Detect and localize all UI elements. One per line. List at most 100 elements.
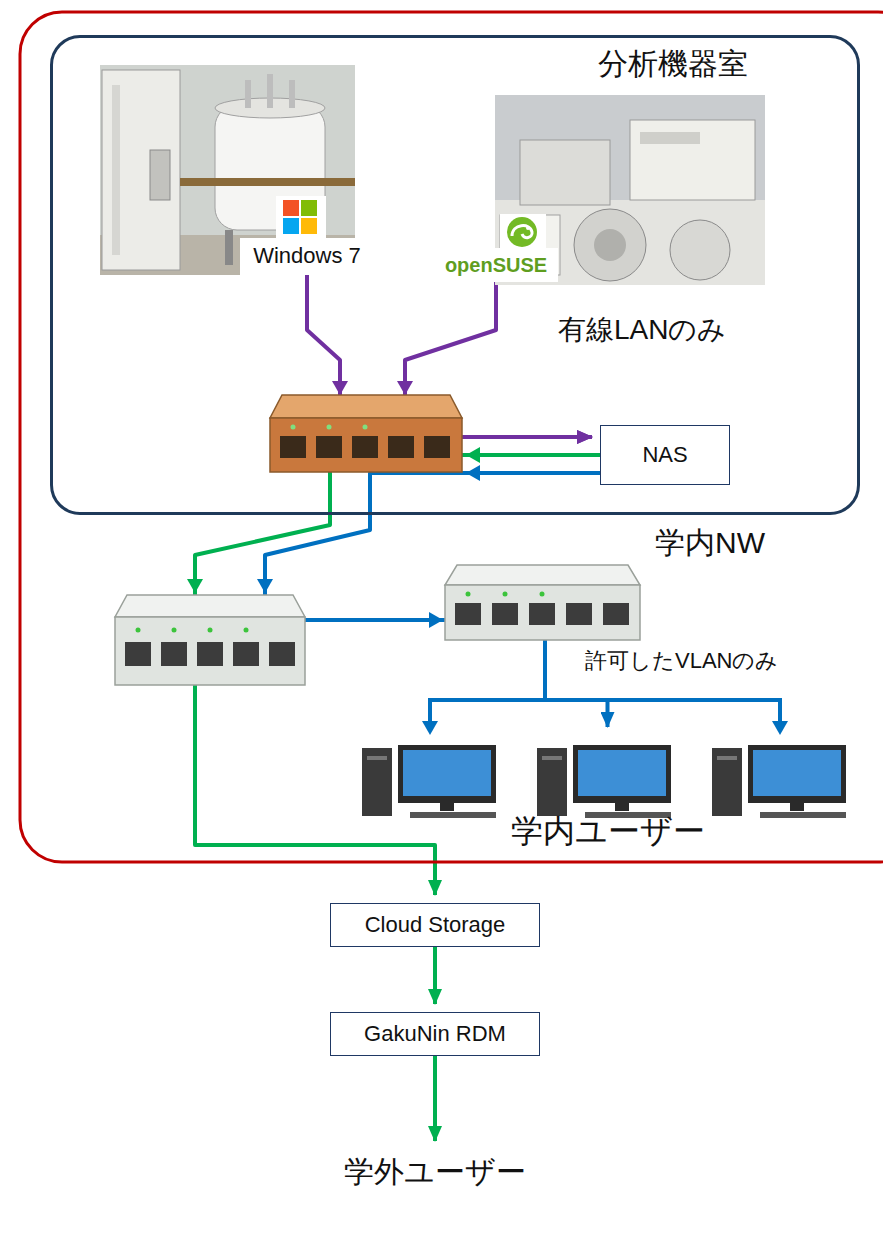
nmr-photo-part [245,80,251,108]
network-switch-part [161,642,187,666]
nmr-photo-part [150,150,170,200]
branch-line-part [772,721,788,735]
instrument-photo-part [640,132,700,144]
network-switch-part [270,395,462,418]
user-label: 学外ユーザー [320,1149,550,1195]
pc-icon-part [717,756,737,760]
note-label: 許可したVLANのみ [585,648,778,674]
text-anchor: 学内NW [655,525,765,561]
network-switch-part [363,425,368,430]
network-switch-part [115,617,305,685]
pc-icon-part [760,812,846,818]
pc-icon-part [410,812,496,818]
network-switch-part [136,628,141,633]
network-switch-part [125,642,151,666]
node-title: 学内ユーザー [511,812,705,850]
pc-icon-part [403,750,491,796]
network-switch-part [445,565,640,585]
pc-icon-part [537,748,567,816]
nmr-photo-part [180,178,355,186]
windows-logo-part [276,196,326,240]
pc-icon [712,745,846,818]
network-switch-part [197,642,223,666]
pc-icon [362,745,496,818]
network-switch-part [503,592,508,597]
network-label: 学内NW [655,525,765,561]
windows-logo-part [301,218,317,234]
room-box: 分析機器室有線LANのみ Windows 7 openSUSE NAS [50,35,860,515]
network-switch-part [269,642,295,666]
network-switch [115,595,305,685]
node-title: openSUSE [445,253,547,277]
network-switch [445,565,640,640]
arrowhead-part [332,381,348,395]
text-anchor: 有線LANのみ [558,313,726,347]
text-anchor: 分析機器室 [598,46,748,82]
nmr-photo-part [215,105,325,230]
network-switch-part [327,425,332,430]
storage-box: Cloud Storage [330,903,540,947]
pc-icon-part [578,750,666,796]
nmr-photo-part [267,74,273,108]
windows-logo-part [301,200,317,216]
pc-icon-part [362,748,392,816]
pc-icon-part [398,745,496,803]
network-switch-part [466,592,471,597]
nmr-photo-part [102,70,180,270]
windows-logo [276,196,326,240]
pc-icon-part [790,803,804,811]
connector [433,947,437,1004]
network-switch [270,395,462,472]
network-switch-part [529,603,555,625]
nmr-photo-part [112,85,120,255]
instrument-photo-part [630,120,755,200]
connector [433,1056,437,1141]
network-switch-part [455,603,481,625]
windows-logo-part [283,200,299,216]
os-label: openSUSE [435,248,558,282]
user-group: 学内ユーザー [355,735,860,852]
network-switch-part [233,642,259,666]
opensuse-logo [500,214,546,250]
network-switch-part [208,628,213,633]
pc-icon-part [367,756,387,760]
arrowhead-part [257,579,273,593]
campus-boundary [20,12,883,862]
network-switch-part [388,436,414,458]
os-label: Windows 7 [240,238,374,275]
arrowhead-part [187,579,203,593]
service-box: GakuNin RDM [330,1012,540,1056]
network-switch-part [280,436,306,458]
network-switch-part [172,628,177,633]
node-title: Windows 7 [253,243,361,269]
node-title: 分析機器室 [598,46,748,82]
pc-icon-part [615,803,629,811]
node-note: 有線LANのみ [558,313,726,347]
pc-icon-part [748,745,846,803]
instrument-photo-part [520,140,610,205]
node-title: GakuNin RDM [364,1021,506,1047]
pc-icon-part [440,803,454,811]
pc-icon-part [753,750,841,796]
branch-line [422,700,788,735]
network-switch-part [291,425,296,430]
network-switch-part [445,585,640,640]
arrowhead-part [466,465,480,481]
pc-icon-part [573,745,671,803]
windows-logo-part [283,218,299,234]
pc-icon [537,745,671,818]
node-title: NAS [642,442,687,468]
pc-icon-part [712,748,742,816]
opensuse-logo-part [526,226,530,230]
instrument-photo-part [574,209,646,281]
opensuse-logo-part [507,217,537,247]
network-switch-part [603,603,629,625]
nmr-photo-part [289,80,295,108]
network-switch-part [566,603,592,625]
arrowhead-part [466,447,480,463]
network-switch-part [115,595,305,617]
network-switch-part [352,436,378,458]
arrowhead [187,381,480,628]
